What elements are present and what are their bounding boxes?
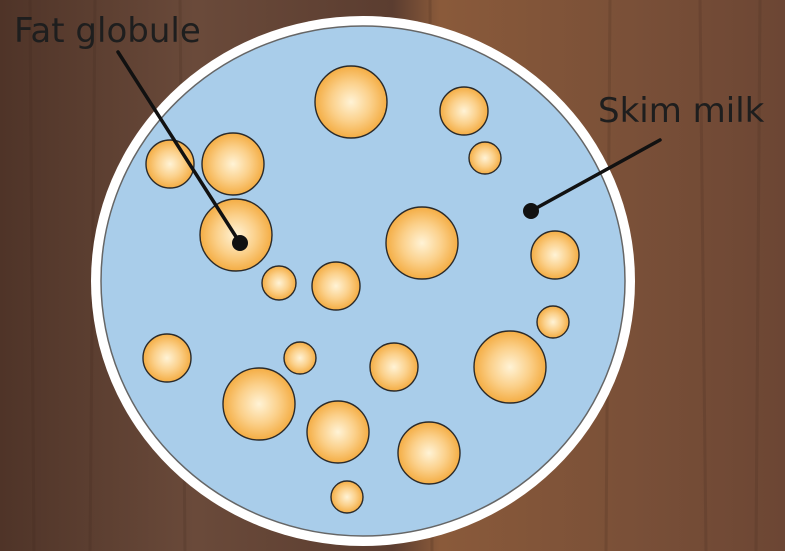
fat-globule (370, 343, 418, 391)
fat-globule (307, 401, 369, 463)
fat-globule (331, 481, 363, 513)
fat-globule (315, 66, 387, 138)
fat-globule (537, 306, 569, 338)
fat-globule (146, 140, 194, 188)
fat-globule (312, 262, 360, 310)
fat-globule-label: Fat globule (14, 11, 201, 51)
fat-globule (531, 231, 579, 279)
fat-globule (284, 342, 316, 374)
fat-globule (262, 266, 296, 300)
fat-globule (202, 133, 264, 195)
fat-globule (223, 368, 295, 440)
skim-milk-label: Skim milk (598, 91, 765, 131)
fat-globule (143, 334, 191, 382)
fat-globule (440, 87, 488, 135)
fat-globule-pointer-dot (232, 235, 248, 251)
fat-globule (469, 142, 501, 174)
fat-globule (474, 331, 546, 403)
fat-globule (386, 207, 458, 279)
skim-milk-pointer-dot (523, 203, 539, 219)
fat-globule (398, 422, 460, 484)
